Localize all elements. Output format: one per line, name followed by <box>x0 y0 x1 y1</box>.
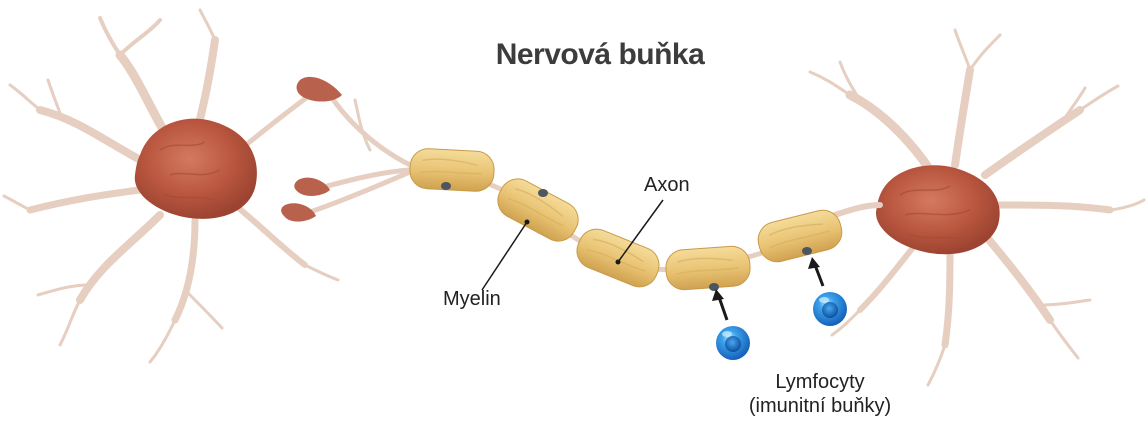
axon-terminal-bulb <box>294 178 330 196</box>
schwann-nucleus <box>709 283 719 291</box>
arrow-head <box>808 257 820 269</box>
myelin-sheath <box>409 148 846 292</box>
myelin-segment <box>572 224 665 293</box>
schwann-nucleus <box>802 247 812 255</box>
lymphocyte <box>813 292 847 326</box>
lymphocytes-label-line2: (imunitní buňky) <box>735 394 905 418</box>
axon-label: Axon <box>644 174 690 197</box>
arrow-shaft <box>815 265 823 286</box>
myelin-label: Myelin <box>443 288 501 311</box>
lymphocytes-label: Lymfocyty (imunitní buňky) <box>735 370 905 418</box>
schwann-nucleus <box>441 182 451 190</box>
right-neuron-soma <box>835 165 1000 254</box>
axon-terminals <box>281 77 410 222</box>
myelin-segment <box>492 173 585 248</box>
myelin-leader-dot <box>525 220 530 225</box>
myelin-leader-line <box>482 222 527 290</box>
schwann-nucleus <box>538 189 548 197</box>
axon-terminal-bulb <box>281 203 316 221</box>
lymphocytes-label-line1: Lymfocyty <box>735 370 905 394</box>
arrow-shaft <box>719 297 727 320</box>
axon-leader-dot <box>616 260 621 265</box>
lymphocyte <box>716 326 750 360</box>
diagram-title: Nervová buňka <box>400 38 800 72</box>
myelin-segment <box>409 148 495 192</box>
myelin-segment <box>754 206 845 265</box>
myelin-segment <box>665 245 752 291</box>
left-neuron-soma <box>135 119 257 219</box>
